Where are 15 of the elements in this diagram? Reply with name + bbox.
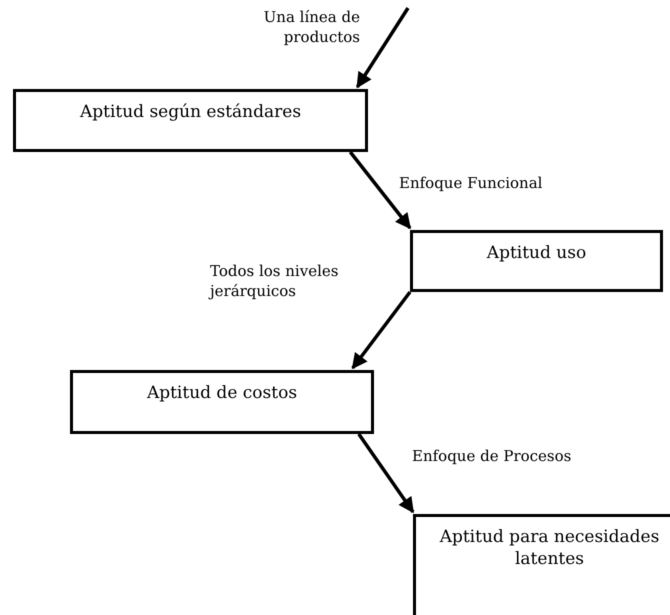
edge-label: Todos los niveles jerárquicos — [210, 262, 340, 301]
box-label: Aptitud según estándares — [78, 101, 302, 124]
process-box — [410, 230, 663, 292]
edge-label: Enfoque de Procesos — [412, 447, 572, 466]
arrow — [351, 290, 412, 370]
process-box — [13, 89, 368, 152]
arrow — [348, 150, 412, 230]
box-label: Aptitud de costos — [146, 382, 298, 404]
edge-label: Enfoque Funcional — [399, 174, 542, 194]
box-label: Aptitud uso — [486, 242, 588, 264]
edge-label: Una línea de productos — [262, 8, 360, 47]
process-box — [70, 370, 374, 434]
arrow — [357, 433, 414, 514]
box-label: Aptitud para necesidades latentes — [438, 526, 660, 570]
arrow — [356, 7, 410, 88]
